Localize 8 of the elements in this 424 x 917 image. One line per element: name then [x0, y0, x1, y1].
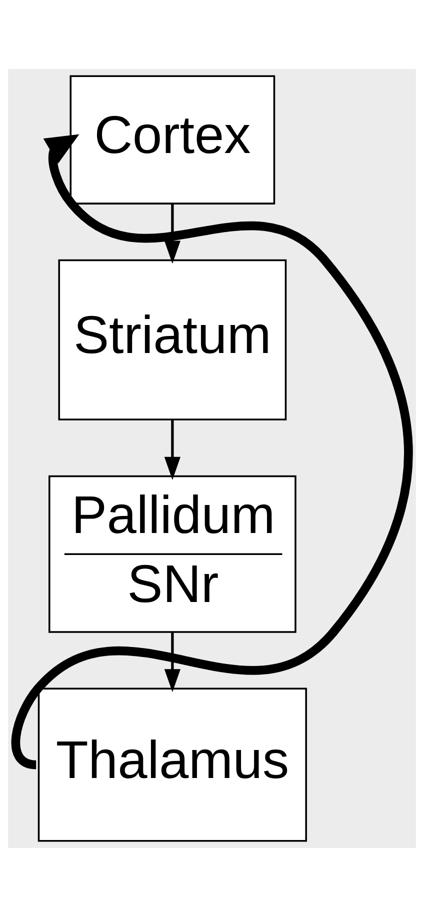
node-box: Pallidum SNr: [48, 475, 296, 633]
arrow: [12, 134, 412, 770]
arrow: [164, 632, 180, 692]
node-box: Striatum: [58, 259, 287, 420]
node-box: Cortex: [70, 75, 276, 204]
arrow: [164, 204, 180, 264]
arrow: [164, 420, 180, 480]
node-box: Thalamus: [38, 688, 307, 842]
